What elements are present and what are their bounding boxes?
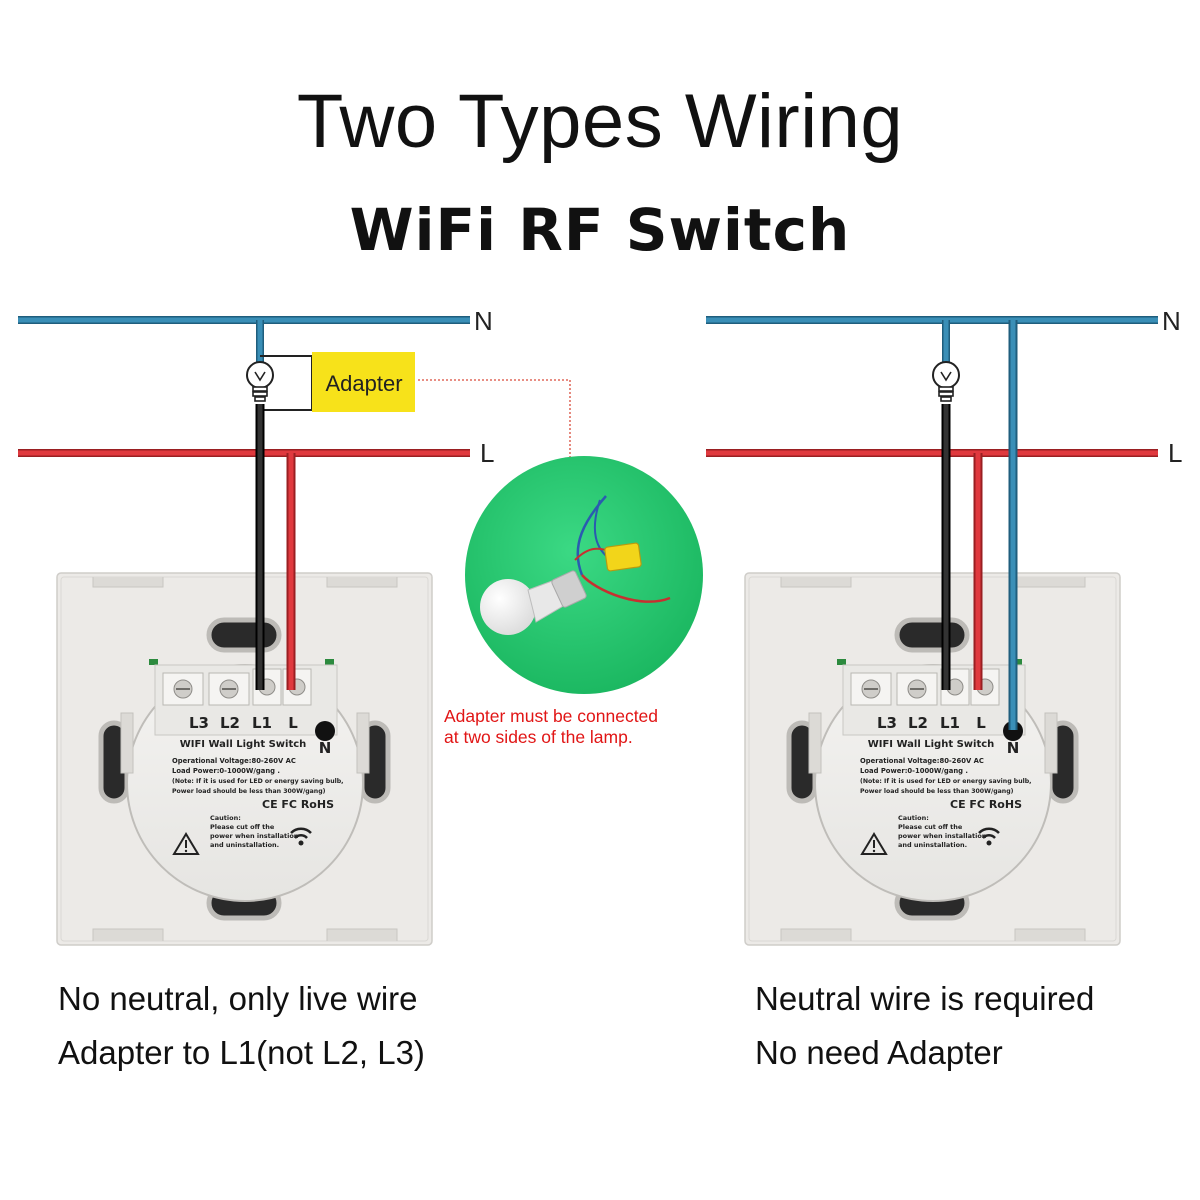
right-spec-line3: (Note: If it is used for LED or energy s… — [860, 778, 1032, 785]
right-terminal-l3: L3 — [877, 714, 897, 732]
left-wiring: L3 L2 L1 L N WIFI Wall Light Switch Oper… — [18, 306, 571, 945]
right-certs: CE FC RoHS — [950, 798, 1022, 811]
right-caution-title: Caution: — [898, 814, 929, 822]
right-caption: Neutral wire is required No need Adapter — [755, 972, 1094, 1080]
right-spec-line1: Operational Voltage:80-260V AC — [860, 757, 984, 765]
left-spec-line4: Power load should be less than 300W/gang… — [172, 788, 326, 795]
left-caption: No neutral, only live wire Adapter to L1… — [58, 972, 425, 1080]
right-caution-line2: power when installation — [898, 832, 987, 840]
left-spec-line1: Operational Voltage:80-260V AC — [172, 757, 296, 765]
left-caution-title: Caution: — [210, 814, 241, 822]
adapter-note-line2: at two sides of the lamp. — [444, 727, 633, 747]
page-subtitle: WiFi RF Switch — [349, 196, 851, 264]
adapter-leader-line — [418, 379, 571, 480]
left-certs: CE FC RoHS — [262, 798, 334, 811]
right-caption-line2: No need Adapter — [755, 1034, 1003, 1071]
adapter-note: Adapter must be connected at two sides o… — [444, 706, 658, 748]
left-spec-line3: (Note: If it is used for LED or energy s… — [172, 778, 344, 785]
right-spec-line4: Power load should be less than 300W/gang… — [860, 788, 1014, 795]
adapter-label: Adapter — [325, 371, 402, 396]
right-terminal-l1: L1 — [940, 714, 960, 732]
page-title: Two Types Wiring — [296, 79, 904, 164]
left-terminal-l1: L1 — [252, 714, 272, 732]
right-caution-line3: and uninstallation. — [898, 841, 967, 849]
left-module-name: WIFI Wall Light Switch — [180, 739, 307, 750]
right-lamp-icon — [932, 361, 960, 402]
right-live-label: L — [1168, 438, 1182, 468]
right-wiring: L3 L2 L1 L N WIFI Wall Light Switch Oper… — [706, 306, 1182, 945]
left-terminal-l2: L2 — [220, 714, 240, 732]
right-caution-line1: Please cut off the — [898, 823, 963, 831]
left-terminal-l: L — [288, 714, 298, 732]
right-caption-line1: Neutral wire is required — [755, 980, 1095, 1017]
right-module-name: WIFI Wall Light Switch — [868, 739, 995, 750]
left-spec-line2: Load Power:0-1000W/gang . — [172, 767, 280, 775]
left-caption-line2: Adapter to L1(not L2, L3) — [58, 1034, 425, 1071]
left-terminal-l3: L3 — [189, 714, 209, 732]
right-spec-line2: Load Power:0-1000W/gang . — [860, 767, 968, 775]
left-terminal-n: N — [319, 739, 332, 757]
left-live-label: L — [480, 438, 494, 468]
right-terminal-l: L — [976, 714, 986, 732]
left-caution-line3: and uninstallation. — [210, 841, 279, 849]
left-caution-line1: Please cut off the — [210, 823, 275, 831]
adapter-box — [312, 352, 415, 412]
left-caption-line1: No neutral, only live wire — [58, 980, 418, 1017]
left-caution-line2: power when installation — [210, 832, 299, 840]
adapter-photo — [465, 456, 703, 694]
adapter-note-line1: Adapter must be connected — [444, 706, 659, 726]
left-lamp-icon — [246, 361, 274, 402]
right-terminal-n: N — [1007, 739, 1020, 757]
right-terminal-l2: L2 — [908, 714, 928, 732]
right-neutral-label: N — [1162, 306, 1181, 336]
left-neutral-label: N — [474, 306, 493, 336]
